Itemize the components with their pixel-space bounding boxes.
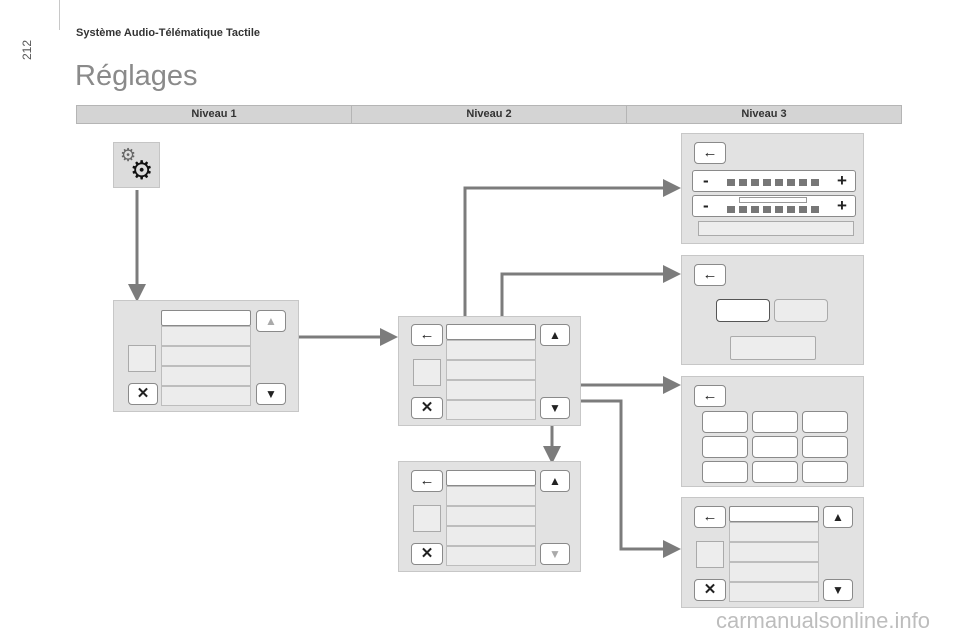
- back-icon[interactable]: ←: [411, 324, 443, 346]
- slider-marker: [739, 197, 807, 203]
- arrow-to-level3-panel1: [463, 179, 681, 352]
- close-icon[interactable]: ✕: [411, 543, 443, 565]
- slider-track[interactable]: [727, 179, 823, 186]
- level3-sliders-panel: ← - + - +: [681, 133, 864, 244]
- list-item[interactable]: [161, 326, 251, 346]
- thumbnail-placeholder: [413, 359, 441, 386]
- grid-button[interactable]: [802, 461, 848, 483]
- grid-button[interactable]: [802, 436, 848, 458]
- level2-panel: ← ✕ ▲ ▼: [398, 316, 581, 426]
- list-item[interactable]: [446, 340, 536, 360]
- level2-header-field[interactable]: [446, 324, 536, 340]
- thumbnail-placeholder: [413, 505, 441, 532]
- minus-icon[interactable]: -: [703, 171, 709, 190]
- grid-button[interactable]: [802, 411, 848, 433]
- close-icon[interactable]: ✕: [411, 397, 443, 419]
- list-item[interactable]: [161, 386, 251, 406]
- option-button[interactable]: [774, 299, 828, 322]
- scroll-down-icon[interactable]: ▼: [823, 579, 853, 601]
- plus-icon[interactable]: +: [837, 171, 847, 190]
- gear-large-icon: ⚙: [130, 155, 154, 185]
- level1-header-field[interactable]: [161, 310, 251, 326]
- thumbnail-placeholder: [128, 345, 156, 372]
- back-icon[interactable]: ←: [694, 506, 726, 528]
- close-icon[interactable]: ✕: [128, 383, 158, 405]
- level-3-label: Niveau 3: [741, 108, 787, 120]
- list-item[interactable]: [446, 526, 536, 546]
- settings-icon-tile[interactable]: ⚙ ⚙: [113, 142, 160, 188]
- back-icon[interactable]: ←: [694, 264, 726, 286]
- scroll-up-icon[interactable]: ▲: [540, 324, 570, 346]
- list-item[interactable]: [446, 400, 536, 420]
- scroll-up-icon[interactable]: ▲: [256, 310, 286, 332]
- list-item[interactable]: [446, 486, 536, 506]
- grid-button[interactable]: [702, 411, 748, 433]
- list-item[interactable]: [729, 522, 819, 542]
- list-item[interactable]: [161, 366, 251, 386]
- info-bar: [698, 221, 854, 236]
- grid-button[interactable]: [702, 436, 748, 458]
- list-item[interactable]: [729, 542, 819, 562]
- list-item[interactable]: [446, 506, 536, 526]
- level3-grid-panel: ←: [681, 376, 864, 487]
- watermark: carmanualsonline.info: [715, 608, 930, 633]
- option-button-selected[interactable]: [716, 299, 770, 322]
- thumbnail-placeholder: [696, 541, 724, 568]
- slider-row-2[interactable]: - +: [692, 195, 856, 217]
- list-item[interactable]: [446, 546, 536, 566]
- list-item[interactable]: [446, 380, 536, 400]
- grid-button[interactable]: [752, 461, 798, 483]
- back-icon[interactable]: ←: [411, 470, 443, 492]
- page-title: Réglages: [75, 60, 198, 92]
- list-header-field[interactable]: [729, 506, 819, 522]
- grid-button[interactable]: [752, 411, 798, 433]
- sub-header-field[interactable]: [446, 470, 536, 486]
- list-item[interactable]: [446, 360, 536, 380]
- section-header: Système Audio-Télématique Tactile: [76, 27, 260, 39]
- scroll-up-icon[interactable]: ▲: [540, 470, 570, 492]
- margin-rule: [59, 0, 60, 30]
- grid-button[interactable]: [752, 436, 798, 458]
- level-2-label: Niveau 2: [352, 106, 627, 123]
- level3-list-panel: ← ✕ ▲ ▼: [681, 497, 864, 608]
- list-item[interactable]: [729, 582, 819, 602]
- list-item[interactable]: [161, 346, 251, 366]
- slider-track[interactable]: [727, 206, 823, 213]
- level-header-bar: Niveau 1 Niveau 2 Niveau 3: [76, 105, 902, 124]
- gear-small-icon: ⚙: [120, 145, 137, 165]
- level3-options-panel: ←: [681, 255, 864, 365]
- level-1-label: Niveau 1: [77, 106, 352, 123]
- minus-icon[interactable]: -: [703, 196, 709, 215]
- scroll-up-icon[interactable]: ▲: [823, 506, 853, 528]
- info-box: [730, 336, 816, 360]
- scroll-down-icon[interactable]: ▼: [256, 383, 286, 405]
- level1-panel: ✕ ▲ ▼: [113, 300, 299, 412]
- list-item[interactable]: [729, 562, 819, 582]
- level2-sub-panel: ← ✕ ▲ ▼: [398, 461, 581, 572]
- grid-button[interactable]: [702, 461, 748, 483]
- scroll-down-icon[interactable]: ▼: [540, 543, 570, 565]
- back-icon[interactable]: ←: [694, 385, 726, 407]
- scroll-down-icon[interactable]: ▼: [540, 397, 570, 419]
- close-icon[interactable]: ✕: [694, 579, 726, 601]
- back-icon[interactable]: ←: [694, 142, 726, 164]
- slider-row-1[interactable]: - +: [692, 170, 856, 192]
- plus-icon[interactable]: +: [837, 196, 847, 215]
